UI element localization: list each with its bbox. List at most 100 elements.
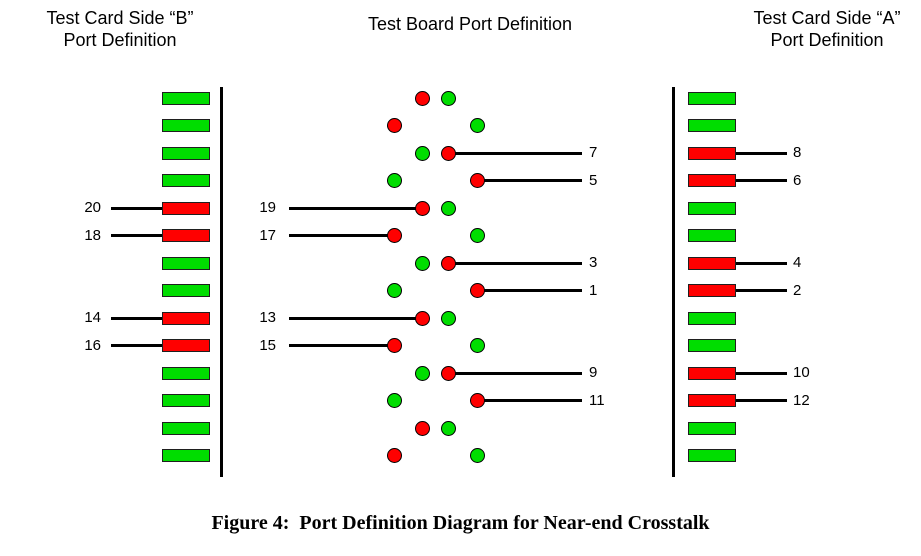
port-wire — [111, 344, 162, 347]
board-port-dot — [469, 448, 485, 463]
side-a-port-rect — [688, 119, 736, 132]
board-port-dot — [386, 393, 402, 408]
board-port-dot — [386, 283, 402, 298]
side-b-port-rect — [162, 229, 210, 242]
port-number-label: 19 — [259, 199, 276, 216]
side-a-port-rect — [688, 284, 736, 297]
side-a-port-rect — [688, 146, 736, 160]
port-wire — [289, 316, 422, 320]
side-a-connector-bar — [672, 87, 675, 477]
port-number-label: 17 — [259, 226, 276, 244]
port-number-label: 3 — [589, 254, 598, 271]
port-number-label: 16 — [84, 336, 101, 354]
port-number-label: 7 — [589, 144, 598, 161]
side-b-header-line2: Port Definition — [63, 30, 177, 50]
board-port-dot — [469, 118, 485, 133]
board-port-dot — [414, 200, 430, 216]
side-a-port-rect — [688, 421, 736, 435]
port-wire — [736, 399, 787, 402]
port-wire — [736, 371, 787, 375]
port-number-label: 4 — [793, 254, 802, 271]
side-b-port-rect — [162, 339, 210, 352]
board-port-dot — [386, 338, 402, 353]
board-port-dot — [440, 90, 456, 106]
side-b-port-rect — [162, 174, 210, 187]
board-port-dot — [469, 228, 485, 243]
side-a-port-rect — [688, 339, 736, 352]
board-port-dot — [440, 310, 456, 326]
board-port-dot — [386, 173, 402, 188]
port-wire — [477, 179, 582, 182]
port-number-label: 18 — [84, 226, 101, 244]
board-port-dot — [469, 338, 485, 353]
side-a-port-rect — [688, 174, 736, 187]
side-b-port-rect — [162, 256, 210, 270]
side-b-port-rect — [162, 119, 210, 132]
port-number-label: 5 — [589, 171, 598, 189]
side-b-port-rect — [162, 284, 210, 297]
side-b-port-rect — [162, 311, 210, 325]
board-port-dot — [440, 255, 456, 271]
side-a-header-line1: Test Card Side “A” — [753, 8, 901, 28]
board-port-dot — [386, 228, 402, 243]
side-a-port-rect — [688, 91, 736, 105]
side-b-port-rect — [162, 91, 210, 105]
port-number-label: 11 — [589, 391, 605, 409]
port-wire — [111, 316, 162, 320]
side-a-header: Test Card Side “A” Port Definition — [722, 7, 921, 51]
port-number-label: 10 — [793, 364, 810, 381]
port-wire — [289, 234, 394, 237]
side-a-port-rect — [688, 366, 736, 380]
board-port-dot — [414, 365, 430, 381]
side-a-port-rect — [688, 449, 736, 462]
side-b-port-rect — [162, 449, 210, 462]
port-wire — [736, 179, 787, 182]
port-number-label: 12 — [793, 391, 810, 409]
board-port-dot — [469, 283, 485, 298]
board-port-dot — [469, 393, 485, 408]
side-a-port-rect — [688, 229, 736, 242]
port-wire — [736, 261, 787, 265]
port-wire — [736, 151, 787, 155]
side-a-port-rect — [688, 311, 736, 325]
port-wire — [448, 151, 582, 155]
board-header: Test Board Port Definition — [367, 14, 573, 34]
board-port-dot — [414, 145, 430, 161]
port-wire — [448, 371, 582, 375]
port-number-label: 6 — [793, 171, 802, 189]
port-number-label: 8 — [793, 144, 802, 161]
port-number-label: 20 — [84, 199, 101, 216]
figure-caption: Figure 4: Port Definition Diagram for Ne… — [211, 512, 710, 534]
port-wire — [111, 234, 162, 237]
board-port-dot — [440, 420, 456, 436]
port-number-label: 15 — [259, 336, 276, 354]
side-b-port-rect — [162, 366, 210, 380]
side-b-port-rect — [162, 394, 210, 407]
board-port-dot — [440, 365, 456, 381]
side-b-header: Test Card Side “B” Port Definition — [10, 7, 230, 51]
board-port-dot — [414, 255, 430, 271]
board-port-dot — [414, 90, 430, 106]
board-port-dot — [440, 145, 456, 161]
port-number-label: 2 — [793, 281, 802, 299]
port-number-label: 14 — [84, 309, 101, 326]
board-port-dot — [440, 200, 456, 216]
port-wire — [736, 289, 787, 292]
port-wire — [289, 206, 422, 210]
side-a-port-rect — [688, 256, 736, 270]
board-port-dot — [469, 173, 485, 188]
board-port-dot — [386, 448, 402, 463]
port-wire — [477, 399, 582, 402]
side-a-port-rect — [688, 394, 736, 407]
side-b-port-rect — [162, 146, 210, 160]
port-wire — [111, 206, 162, 210]
port-number-label: 13 — [259, 309, 276, 326]
side-a-header-line2: Port Definition — [770, 30, 884, 50]
board-port-dot — [414, 420, 430, 436]
port-wire — [289, 344, 394, 347]
port-number-label: 1 — [589, 281, 598, 299]
port-wire — [477, 289, 582, 292]
side-a-port-rect — [688, 201, 736, 215]
side-b-connector-bar — [220, 87, 223, 477]
